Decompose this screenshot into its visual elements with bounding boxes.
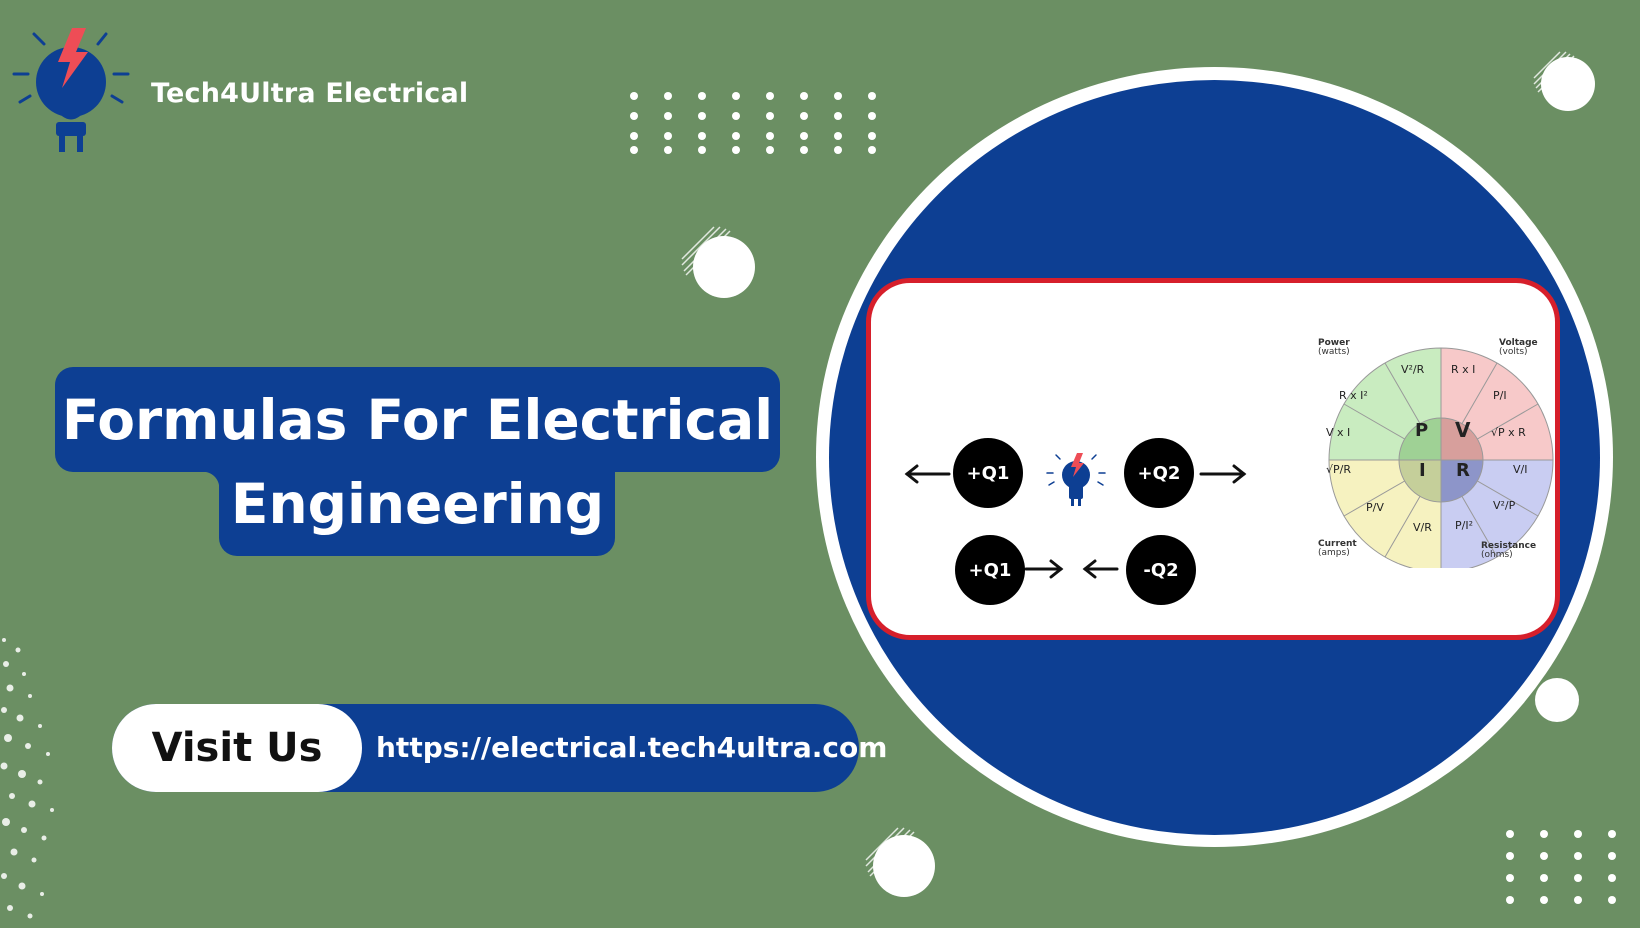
formula-i3: √P/R (1326, 463, 1351, 476)
deco-circle-top-right (1530, 48, 1596, 114)
dot-grid-bottom-right (1500, 826, 1640, 924)
charge-q2-top: +Q2 (1124, 438, 1194, 508)
charge-q2-bottom: -Q2 (1126, 535, 1196, 605)
formula-r3: P/I² (1455, 519, 1473, 532)
title-background-second-line (203, 472, 615, 556)
page-title: Formulas For Electrical Engineering (55, 378, 780, 546)
wheel-center-v: V (1455, 418, 1471, 442)
label-current: Current(amps) (1318, 539, 1357, 558)
charge-q1-bottom: +Q1 (955, 535, 1025, 605)
charges-diagram (904, 453, 1247, 579)
formula-v1: R x I (1451, 363, 1476, 376)
lightbulb-bolt-icon (12, 28, 130, 152)
deco-circle-mid (680, 225, 756, 301)
wheel-center-i: I (1419, 460, 1426, 481)
title-line-2: Engineering (230, 472, 605, 536)
formula-r1: V/I (1513, 463, 1528, 476)
wheel-center-r: R (1456, 460, 1470, 481)
title-line-1: Formulas For Electrical (61, 388, 774, 452)
wheel-center-p: P (1415, 420, 1429, 441)
halftone-dots-left (0, 630, 80, 924)
label-power: Power(watts) (1318, 338, 1350, 357)
brand-name: Tech4Ultra Electrical (151, 78, 469, 109)
formula-i1: V/R (1413, 521, 1432, 534)
visit-us-button[interactable]: Visit Us (112, 704, 362, 792)
formula-p1: V²/R (1401, 363, 1425, 376)
formula-p3: V x I (1326, 426, 1351, 439)
label-voltage: Voltage(volts) (1499, 338, 1538, 357)
brand-logo (10, 22, 132, 162)
center-bulb-icon (1046, 453, 1106, 506)
dot-grid-top (628, 90, 890, 160)
label-resistance: Resistance(ohms) (1481, 541, 1537, 560)
formula-v2: P/I (1493, 389, 1507, 402)
formula-i2: P/V (1366, 501, 1384, 514)
charge-q1-top: +Q1 (953, 438, 1023, 508)
title-background (55, 367, 780, 472)
deco-circle-right-small (1535, 678, 1579, 722)
ohms-law-wheel (1328, 347, 1554, 568)
formula-v3: √P x R (1491, 426, 1526, 439)
formula-card: +Q1 +Q2 +Q1 -Q2 P V I R V²/R R x I² V x … (866, 278, 1560, 640)
formula-p2: R x I² (1339, 389, 1368, 402)
website-link[interactable]: https://electrical.tech4ultra.com (376, 731, 888, 764)
formula-r2: V²/P (1493, 499, 1516, 512)
deco-circle-bottom (864, 826, 936, 898)
